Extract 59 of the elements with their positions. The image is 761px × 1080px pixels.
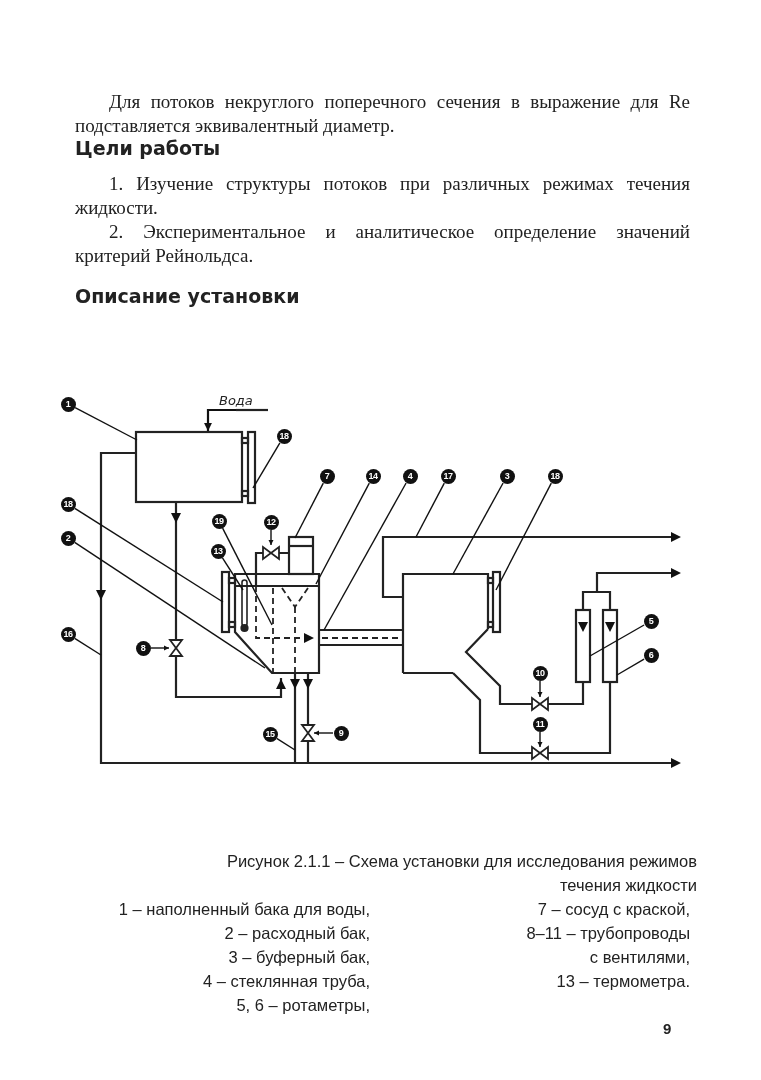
list-item: 2. Экспериментальное и аналитическое определение значений критерий Рейнольдса. <box>75 220 690 268</box>
callout-number: 4 <box>402 468 418 484</box>
callout-number: 1 <box>60 396 76 412</box>
callout-number: 14 <box>365 468 381 484</box>
leader-line <box>415 482 445 538</box>
callout-number: 15 <box>262 726 278 742</box>
inlet-label: Вода <box>219 393 253 408</box>
pointer-arrow <box>537 731 543 748</box>
legend-text: 8–11 – трубопроводы с вентилями, <box>525 923 690 968</box>
callout-number: 3 <box>499 468 515 484</box>
leader-line <box>315 482 370 585</box>
legend-text: 7 – сосуд с краской, <box>537 899 690 920</box>
leader-line <box>221 557 244 591</box>
callout-number: 18 <box>60 496 76 512</box>
callout-number: 12 <box>263 514 279 530</box>
callout-number: 11 <box>532 716 548 732</box>
callout-number: 7 <box>319 468 335 484</box>
pointer-arrow <box>313 730 334 736</box>
leader-line <box>221 527 273 626</box>
inlet-arrow <box>204 408 236 431</box>
callout-number: 19 <box>211 513 227 529</box>
section-heading: Описание установки <box>75 285 300 307</box>
pointer-arrow <box>268 529 274 546</box>
legend-text: 3 – буферный бак, <box>228 947 370 968</box>
leader-line <box>74 507 224 603</box>
legend-text: 1 – наполненный бака для воды, <box>118 899 370 920</box>
pointer-arrow <box>150 645 170 651</box>
list-item: 1. Изучение структуры потоков при различных режимах течения жидкости. <box>75 172 690 220</box>
leader-line <box>276 737 296 751</box>
callout-number: 17 <box>440 468 456 484</box>
callout-number: 16 <box>60 626 76 642</box>
callout-number: 2 <box>60 530 76 546</box>
section-heading: Цели работы <box>75 137 221 159</box>
legend-text: 2 – расходный бак, <box>224 923 370 944</box>
figure-caption: Рисунок 2.1.1 – Схема установки для исследования режимов течения жидкости <box>225 851 697 896</box>
callout-number: 18 <box>276 428 292 444</box>
legend-text: 5, 6 – ротаметры, <box>236 995 370 1016</box>
pointer-arrow <box>537 680 543 698</box>
body-paragraph: Для потоков некруглого поперечного сечения в выражение для Re подставляется эквивалентный диаметр. <box>75 90 690 138</box>
legend-text: 13 – термометра. <box>556 971 690 992</box>
legend-text: 4 – стеклянная труба, <box>202 971 370 992</box>
leader-line <box>294 482 324 539</box>
leader-line <box>616 658 645 676</box>
leader-line <box>495 482 552 591</box>
callout-number: 10 <box>532 665 548 681</box>
leader-line <box>323 482 407 631</box>
leader-line <box>589 624 645 657</box>
callout-number: 18 <box>547 468 563 484</box>
callout-number: 9 <box>333 725 349 741</box>
callout-number: 13 <box>210 543 226 559</box>
leader-line <box>74 637 102 656</box>
callout-number: 6 <box>643 647 659 663</box>
leader-line <box>74 407 138 441</box>
page-number: 9 <box>663 1020 672 1037</box>
callout-number: 5 <box>643 613 659 629</box>
leader-line <box>452 482 504 575</box>
leader-line <box>74 541 266 669</box>
callout-number: 8 <box>135 640 151 656</box>
leader-line <box>252 442 281 489</box>
